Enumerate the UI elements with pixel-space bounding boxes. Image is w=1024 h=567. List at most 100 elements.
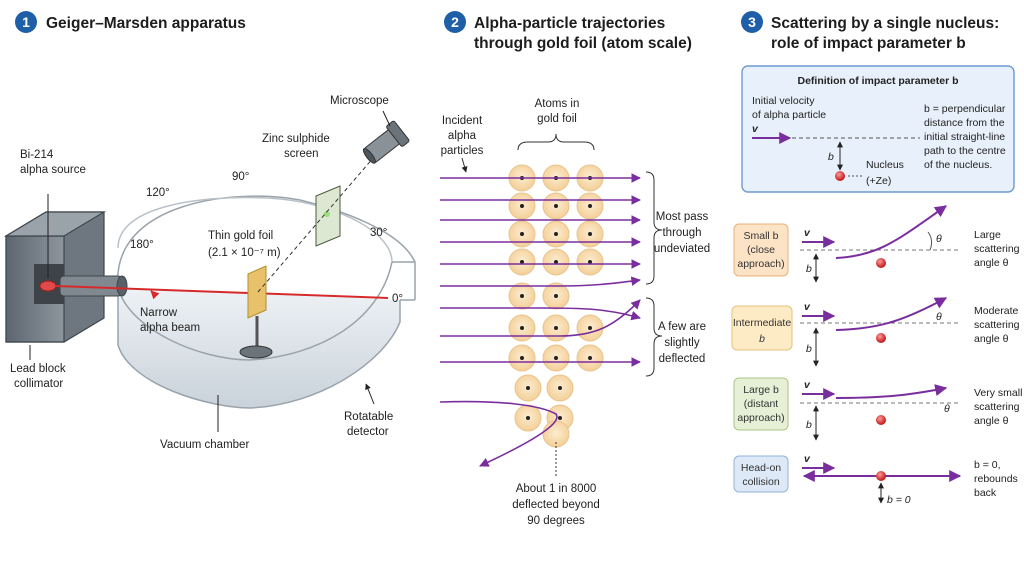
panel-2-title-line-2: through gold foil (atom scale) bbox=[474, 35, 692, 52]
gold-foil bbox=[239, 265, 273, 359]
case-3-box-line-3: approach) bbox=[737, 412, 784, 424]
gold-nucleus-dot bbox=[588, 232, 592, 236]
microscope bbox=[362, 120, 410, 164]
angle-90-label: 90° bbox=[232, 171, 249, 183]
explanation-line-4: path to the centre bbox=[924, 145, 1006, 157]
case-3-box bbox=[733, 377, 789, 431]
narrow-beam-label-2: alpha beam bbox=[140, 322, 200, 334]
definition-box: Definition of impact parameter b Initial… bbox=[741, 65, 1015, 193]
panel-3-title-line-1: Scattering by a single nucleus: bbox=[771, 15, 999, 32]
gold-nucleus-dot bbox=[520, 294, 524, 298]
most-pass-label-1: Most pass bbox=[656, 211, 709, 223]
case-3-trajectory bbox=[835, 384, 948, 399]
explanation-line-3: initial straight-line bbox=[924, 131, 1005, 143]
case-intermediate-b: Intermediate b v b θ Moderate scattering… bbox=[731, 297, 1020, 367]
alpha-source bbox=[39, 280, 57, 292]
panel-2-number: 2 bbox=[451, 14, 459, 30]
rotatable-detector-label-2: detector bbox=[347, 426, 389, 438]
case-4-result-1: b = 0, bbox=[974, 459, 1001, 471]
case-1-box-line-3: approach) bbox=[737, 258, 784, 270]
panel-2-trajectories: 2 Alpha-particle trajectories through go… bbox=[439, 11, 710, 527]
microscope-label: Microscope bbox=[330, 95, 389, 107]
gold-nucleus-dot bbox=[554, 232, 558, 236]
incident-label-2: alpha bbox=[448, 130, 477, 142]
case-3-result-2: scattering bbox=[974, 401, 1020, 413]
definition-heading: Definition of impact parameter b bbox=[797, 75, 958, 87]
atoms-label-1: Atoms in bbox=[535, 98, 580, 110]
sight-line bbox=[257, 149, 381, 293]
case-2-b: b bbox=[806, 343, 812, 355]
case-3-theta: θ bbox=[944, 403, 950, 415]
gold-nucleus-dot bbox=[588, 326, 592, 330]
atoms-brace bbox=[517, 133, 595, 151]
vacuum-chamber-label: Vacuum chamber bbox=[160, 439, 249, 451]
case-4-box-line-1: Head-on bbox=[741, 462, 781, 474]
case-2-v: v bbox=[804, 301, 811, 313]
gold-nucleus-dot bbox=[554, 356, 558, 360]
most-pass-label-2: through bbox=[662, 227, 701, 239]
gold-nucleus-dot bbox=[554, 260, 558, 264]
case-4-result-2: rebounds bbox=[974, 473, 1018, 485]
gold-foil-label-1: Thin gold foil bbox=[208, 230, 273, 242]
case-1-box bbox=[733, 223, 789, 277]
case-2-box-line-1: Intermediate bbox=[733, 317, 792, 329]
gold-atom-grid bbox=[508, 164, 604, 448]
velocity-label-2: of alpha particle bbox=[752, 109, 826, 121]
alpha-trajectories bbox=[439, 173, 641, 467]
explanation-line-2: distance from the bbox=[924, 117, 1005, 129]
case-2-result-3: angle θ bbox=[974, 333, 1009, 345]
case-2-trajectory bbox=[835, 297, 948, 331]
panel-3-single-nucleus: 3 Scattering by a single nucleus: role o… bbox=[731, 11, 1022, 506]
case-3-b: b bbox=[806, 419, 812, 431]
rotatable-detector-label-1: Rotatable bbox=[344, 411, 393, 423]
panel-3-title-line-2: role of impact parameter b bbox=[771, 35, 966, 52]
panel-3-number-badge bbox=[741, 11, 763, 33]
lead-block-label-1: Lead block bbox=[10, 363, 66, 375]
gold-nucleus-dot bbox=[520, 260, 524, 264]
panel-1-number: 1 bbox=[22, 14, 30, 30]
rare-label-3: 90 degrees bbox=[527, 515, 585, 527]
lead-block-label-2: collimator bbox=[14, 378, 63, 390]
case-3-box-line-2: (distant bbox=[744, 398, 779, 410]
lead-block bbox=[3, 211, 107, 343]
case-1-nucleus bbox=[876, 258, 886, 268]
case-1-result-1: Large bbox=[974, 229, 1001, 241]
collimator-tube bbox=[39, 275, 128, 297]
case-large-b: Large b (distant approach) v b θ Very sm… bbox=[733, 377, 1022, 441]
incident-label-3: particles bbox=[441, 145, 484, 157]
case-small-b: Small b (close approach) v b θ Large sca… bbox=[733, 205, 1020, 283]
zinc-screen-label-1: Zinc sulphide bbox=[262, 133, 330, 145]
case-1-box-line-2: (close bbox=[747, 244, 775, 256]
case-2-nucleus bbox=[876, 333, 886, 343]
definition-b-label: b bbox=[828, 151, 834, 163]
case-4-box-line-2: collision bbox=[742, 476, 780, 488]
gold-nucleus-dot bbox=[554, 326, 558, 330]
nucleus-label-1: Nucleus bbox=[866, 159, 904, 171]
panel-2-title-line-1: Alpha-particle trajectories bbox=[474, 15, 665, 32]
angle-120-label: 120° bbox=[146, 187, 170, 199]
alpha-trajectory bbox=[440, 276, 641, 287]
angle-30-label: 30° bbox=[370, 227, 387, 239]
case-3-result-1: Very small bbox=[974, 387, 1022, 399]
case-1-v: v bbox=[804, 227, 811, 239]
narrow-beam-label-1: Narrow bbox=[140, 307, 178, 319]
case-1-trajectory bbox=[835, 205, 947, 259]
case-3-v: v bbox=[804, 379, 811, 391]
most-pass-label-3: undeviated bbox=[654, 243, 710, 255]
b-zero-label: b = 0 bbox=[887, 494, 911, 506]
rare-label-1: About 1 in 8000 bbox=[516, 483, 597, 495]
few-deflected-label-3: deflected bbox=[659, 353, 706, 365]
alpha-trajectory bbox=[440, 299, 641, 337]
angle-180-label: 180° bbox=[130, 239, 154, 251]
case-1-b: b bbox=[806, 263, 812, 275]
gold-foil-label-2: (2.1 × 10⁻⁷ m) bbox=[208, 247, 281, 259]
few-deflected-label-1: A few are bbox=[658, 321, 706, 333]
alpha-trajectory bbox=[440, 307, 641, 321]
case-3-result-3: angle θ bbox=[974, 415, 1009, 427]
few-deflected-label-2: slightly bbox=[664, 337, 699, 349]
alpha-trajectory bbox=[439, 400, 558, 467]
source-label-2: alpha source bbox=[20, 164, 86, 176]
panel-1-title: Geiger–Marsden apparatus bbox=[46, 15, 246, 32]
